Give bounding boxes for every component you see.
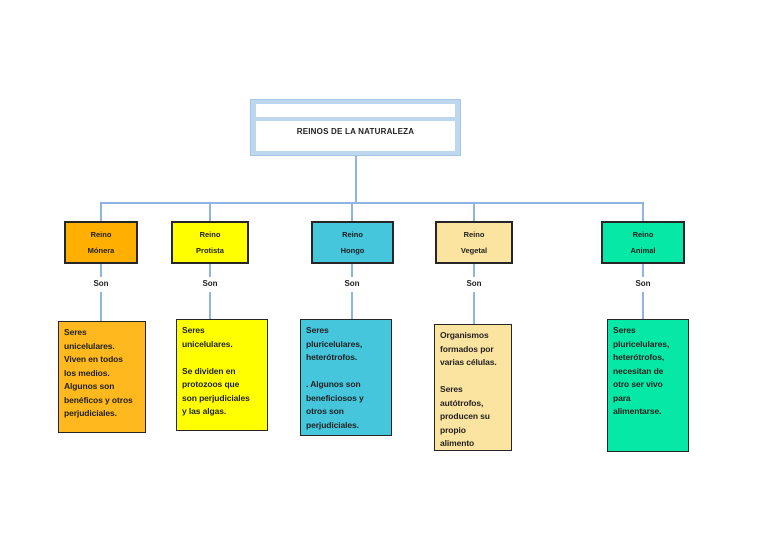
connector-stub (473, 292, 475, 324)
description-box-vegetal: Organismos formados por varias células. … (434, 324, 512, 451)
connector-drop-monera (100, 202, 102, 221)
kingdom-label-line2: Protista (196, 246, 224, 255)
kingdom-label-line1: Reino (342, 230, 363, 239)
kingdom-label-line2: Hongo (340, 246, 365, 255)
kingdom-box-monera: Reino Mónera (64, 221, 138, 264)
kingdom-label-line1: Reino (632, 230, 654, 239)
relation-label-son: Son (635, 279, 651, 288)
kingdom-box-hongo: Reino Hongo (311, 221, 394, 264)
relation-label-son: Son (344, 279, 360, 288)
relation-label-son: Son (202, 279, 218, 288)
connector-stub (100, 292, 102, 321)
title-box: REINOS DE LA NATURALEZA (256, 121, 455, 151)
connector-drop-animal (642, 202, 644, 221)
description-box-monera: Seres unicelulares. Viven en todos los m… (58, 321, 146, 433)
kingdom-label-line1: Reino (90, 230, 112, 239)
connector-drop-vegetal (473, 202, 475, 221)
relation-label-son: Son (466, 279, 482, 288)
kingdom-label-line1: Reino (199, 230, 221, 239)
kingdom-box-vegetal: Reino Vegetal (435, 221, 513, 264)
connector-stub (642, 264, 644, 277)
kingdom-box-protista: Reino Protista (171, 221, 249, 264)
kingdom-label-line2: Vegetal (460, 246, 488, 255)
connector-stub (642, 292, 644, 319)
title-box-top-strip (256, 104, 455, 117)
kingdom-label-line2: Mónera (87, 246, 115, 255)
connector-stub (209, 292, 211, 319)
kingdom-label-line2: Animal (630, 246, 656, 255)
relation-label-son: Son (93, 279, 109, 288)
kingdom-box-animal: Reino Animal (601, 221, 685, 264)
connector-stub (209, 264, 211, 277)
kingdom-label-line1: Reino (463, 230, 485, 239)
connector-stub (351, 292, 353, 319)
description-box-protista: Seres unicelulares. Se dividen en protoz… (176, 319, 268, 431)
description-box-animal: Seres pluricelulares, heterótrofos, nece… (607, 319, 689, 452)
connector-drop-hongo (351, 202, 353, 221)
connector-stub (351, 264, 353, 277)
connector-stub (473, 264, 475, 277)
title-box-frame: REINOS DE LA NATURALEZA (250, 99, 461, 156)
connector-title-vertical (355, 156, 357, 202)
connector-horizontal (100, 202, 644, 204)
connector-stub (100, 264, 102, 277)
description-box-hongo: Seres pluricelulares, heterótrofos. . Al… (300, 319, 392, 436)
connector-drop-protista (209, 202, 211, 221)
page-title: REINOS DE LA NATURALEZA (296, 127, 415, 136)
